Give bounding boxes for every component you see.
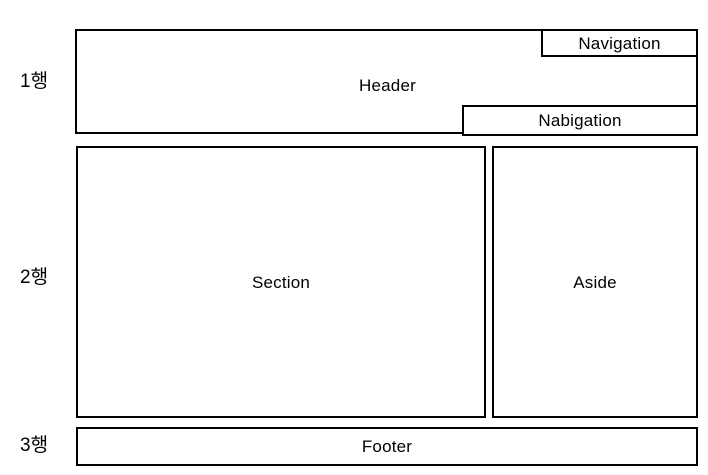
row-label-2: 2행 xyxy=(20,267,49,288)
navigation-box: Navigation xyxy=(541,29,698,57)
row-label-1: 1행 xyxy=(20,71,49,92)
footer-box-label: Footer xyxy=(361,437,413,456)
aside-box: Aside xyxy=(492,146,698,418)
header-box-label: Header xyxy=(359,76,416,95)
aside-box-label: Aside xyxy=(573,272,617,292)
nabigation-box: Nabigation xyxy=(462,105,698,136)
nabigation-box-label: Nabigation xyxy=(538,111,622,130)
navigation-box-label: Navigation xyxy=(578,33,661,53)
section-box-label: Section xyxy=(251,272,311,292)
footer-box: Footer xyxy=(76,427,698,466)
section-box: Section xyxy=(76,146,486,418)
row-label-3: 3행 xyxy=(20,435,49,456)
